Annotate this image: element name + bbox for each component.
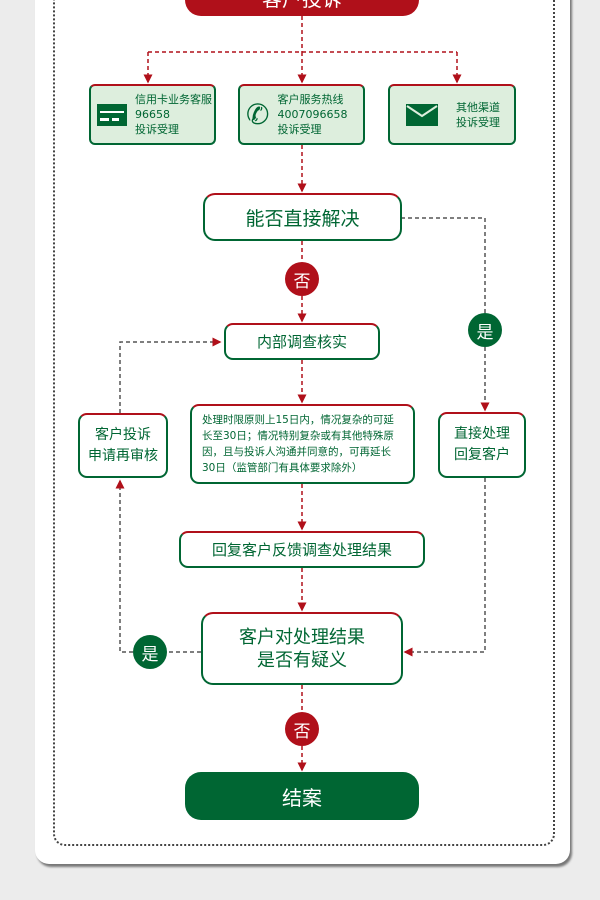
envelope-icon — [406, 103, 438, 126]
channel-line: 投诉受理 — [456, 115, 500, 129]
phone-icon: ✆ — [246, 98, 270, 131]
channel-line: 投诉受理 — [277, 123, 322, 136]
decision-customer-objection: 客户对处理结果是否有疑义 — [201, 612, 403, 685]
decision-direct-resolve: 能否直接解决 — [203, 193, 402, 241]
no-badge: 否 — [285, 262, 319, 296]
time-limit-policy: 处理时限原则上15日内，情况复杂的可延长至30日；情况特别复杂或有其他特殊原因，… — [190, 404, 415, 484]
box-line: 申请再审核 — [88, 447, 158, 464]
channel-other[interactable]: 其他渠道投诉受理 — [388, 84, 516, 145]
channel-line: 客户服务热线 — [277, 93, 344, 106]
reapply-review-box: 客户投诉申请再审核 — [78, 413, 168, 478]
complaint-header-button[interactable]: 客户投诉 — [185, 0, 419, 16]
channel-hotline[interactable]: ✆ 客户服务热线 4007096658 投诉受理 — [238, 84, 365, 145]
channel-line: 投诉受理 — [135, 123, 179, 136]
dotted-frame — [53, 0, 555, 846]
channel-line: 4007096658 — [277, 108, 348, 121]
reply-customer-result: 回复客户反馈调查处理结果 — [179, 531, 425, 568]
box-line: 直接处理 — [454, 426, 510, 442]
box-line: 客户对处理结果 — [239, 626, 365, 648]
close-case-button[interactable]: 结案 — [185, 772, 419, 820]
box-line: 回复客户 — [454, 447, 510, 463]
channel-credit-card[interactable]: 信用卡业务客服 96658 投诉受理 — [89, 84, 216, 145]
no-badge: 否 — [285, 712, 319, 746]
credit-card-icon — [97, 103, 127, 126]
internal-investigation: 内部调查核实 — [224, 323, 380, 360]
channel-line: 信用卡业务客服 — [135, 93, 212, 106]
box-line: 客户投诉 — [95, 426, 151, 443]
channel-line: 96658 — [135, 108, 170, 121]
direct-handle-box: 直接处理回复客户 — [438, 412, 526, 478]
box-line: 是否有疑义 — [257, 649, 347, 671]
channel-line: 其他渠道 — [456, 100, 500, 114]
yes-badge: 是 — [468, 313, 502, 347]
yes-badge: 是 — [133, 635, 167, 669]
